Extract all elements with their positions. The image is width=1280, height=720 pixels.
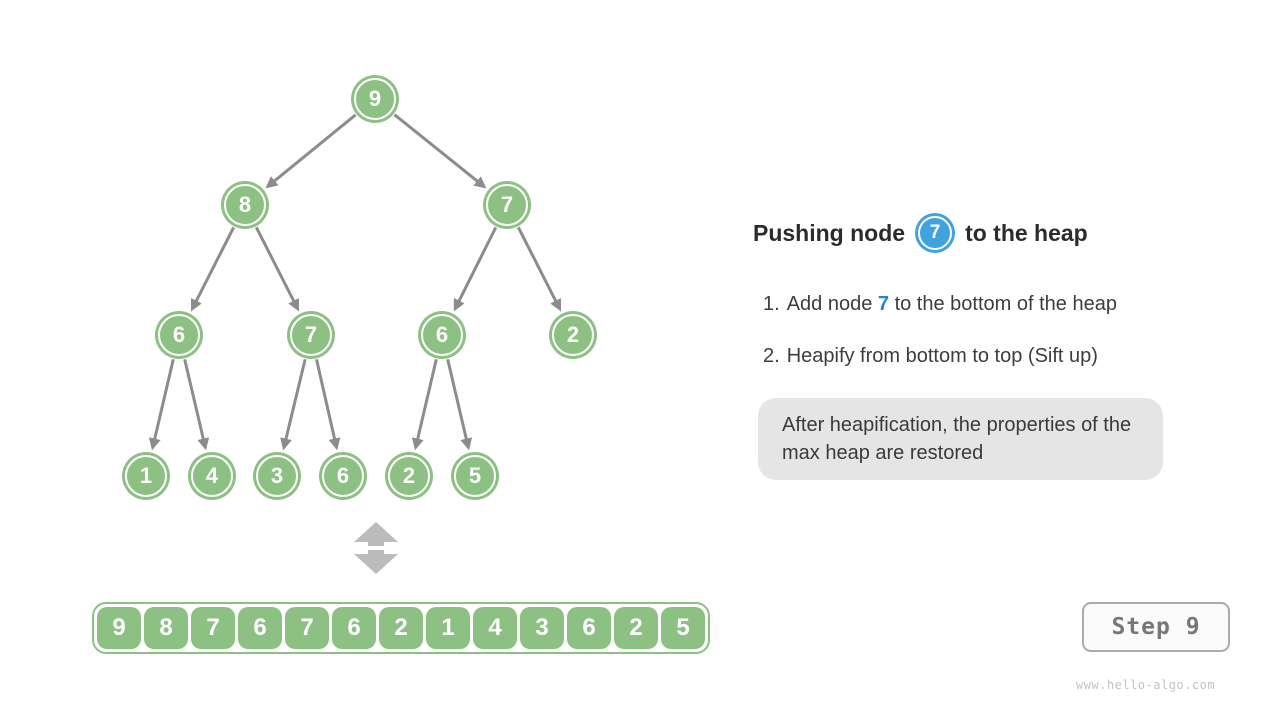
array-cell: 6: [238, 607, 282, 649]
step-number: 2.: [763, 345, 780, 367]
tree-edge: [393, 113, 487, 189]
tree-edge: [148, 359, 175, 451]
tree-node: 7: [290, 314, 332, 356]
array-cell: 9: [97, 607, 141, 649]
tree-node: 6: [322, 455, 364, 497]
tree-node: 7: [486, 184, 528, 226]
pushed-node-value: 7: [929, 222, 941, 243]
tree-node: 1: [125, 455, 167, 497]
tree-node: 6: [421, 314, 463, 356]
array-cell: 7: [191, 607, 235, 649]
step-text: Heapify from bottom to top (Sift up): [786, 345, 1098, 367]
up-down-arrow-icon: [354, 522, 398, 574]
tree-node: 2: [552, 314, 594, 356]
step-highlight: 7: [877, 293, 890, 315]
step-number: 1.: [763, 293, 780, 315]
title-suffix: to the heap: [965, 219, 1088, 246]
tree-edge: [254, 226, 300, 312]
tree-node: 6: [158, 314, 200, 356]
array-cell: 3: [520, 607, 564, 649]
step-text: to the bottom of the heap: [889, 293, 1117, 315]
tree-edge: [280, 358, 307, 451]
tree-node: 3: [256, 455, 298, 497]
panel-title: Pushing node 7 to the heap: [753, 212, 1088, 254]
array-cell: 7: [285, 607, 329, 649]
step-text: Add node: [786, 293, 878, 315]
step-indicator-label: Step 9: [1111, 614, 1201, 640]
tree-edge: [453, 226, 498, 312]
tree-node: 5: [454, 455, 496, 497]
tree-edge: [315, 359, 341, 451]
tree-node: 2: [388, 455, 430, 497]
array-cell: 8: [144, 607, 188, 649]
array-cell: 1: [426, 607, 470, 649]
tree-node: 9: [354, 78, 396, 120]
array-cell: 4: [473, 607, 517, 649]
watermark: www.hello-algo.com: [1076, 678, 1216, 692]
tree-edge: [516, 226, 562, 312]
step-item-2: 2. Heapify from bottom to top (Sift up): [763, 345, 1098, 368]
tree-edge: [411, 359, 438, 451]
tree-edge: [446, 359, 473, 451]
array-cell: 2: [614, 607, 658, 649]
array-cell: 6: [567, 607, 611, 649]
array-cell: 2: [379, 607, 423, 649]
array-cell: 5: [661, 607, 705, 649]
array-cell: 6: [332, 607, 376, 649]
tree-edge: [183, 359, 210, 451]
title-prefix: Pushing node: [753, 219, 906, 246]
step-item-1: 1. Add node 7 to the bottom of the heap: [763, 293, 1117, 316]
step-indicator: Step 9: [1082, 602, 1230, 652]
tree-node: 8: [224, 184, 266, 226]
note-box: After heapification, the properties of t…: [758, 398, 1163, 480]
tree-edge: [265, 113, 357, 189]
tree-edge: [190, 226, 236, 312]
pushed-node-badge: 7: [918, 216, 953, 250]
tree-node: 4: [191, 455, 233, 497]
